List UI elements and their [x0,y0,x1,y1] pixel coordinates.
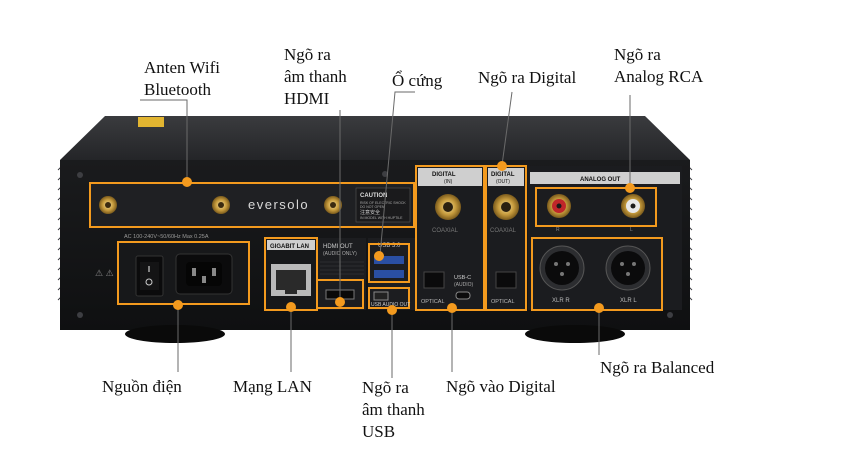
warning-symbols: ⚠ ⚠ [95,268,114,278]
usbc-port [455,291,471,300]
leader-lines [140,91,631,378]
svg-text:注意安全: 注意安全 [360,209,380,216]
svg-text:COAXIAL: COAXIAL [490,228,517,234]
label-antenna: Anten Wifi Bluetooth [144,58,220,99]
svg-text:L: L [630,227,633,233]
optical-out [495,271,517,289]
svg-text:DO NOT OPEN: DO NOT OPEN [360,205,385,209]
svg-text:ANALOG OUT: ANALOG OUT [580,177,621,183]
svg-text:(AUDIO): (AUDIO) [454,282,474,288]
label-balanced: Ngõ ra Balanced [600,358,715,377]
caution-title: CAUTION [360,193,387,199]
rca-highlight [535,187,657,227]
label-digital-in: Ngõ vào Digital [446,377,556,396]
svg-text:R: R [556,227,560,233]
label-analog-rca: Ngõ ra Analog RCA [614,45,704,86]
svg-text:HDMI OUT: HDMI OUT [323,244,353,250]
svg-text:DIGITAL: DIGITAL [491,172,515,178]
usb-audio-port [373,291,389,301]
svg-text:XLR L: XLR L [620,298,637,304]
svg-text:USB-C: USB-C [454,275,471,281]
leader-dots [173,161,635,315]
label-digital-out: Ngõ ra Digital [478,68,577,87]
usb3-highlight [368,243,410,283]
label-power: Nguồn điện [102,377,182,396]
svg-text:RISK OF ELECTRIC SHOCK: RISK OF ELECTRIC SHOCK [360,201,406,205]
usb3-port-b [374,270,404,278]
usb3-port-a [374,256,404,264]
top-label-plate [138,117,164,127]
optical-in [423,271,445,289]
svg-text:DIGITAL: DIGITAL [432,172,456,178]
svg-text:XLR R: XLR R [552,298,570,304]
svg-text:IN MODEL WITH HUPTILE: IN MODEL WITH HUPTILE [360,216,403,220]
svg-text:OPTICAL: OPTICAL [421,299,445,305]
label-drive: Ổ cứng [392,71,443,90]
brand-logo: eversolo [248,197,309,212]
svg-text:(OUT): (OUT) [496,179,510,185]
foot-right [525,325,625,343]
svg-text:GIGABIT LAN: GIGABIT LAN [270,244,309,250]
svg-text:(IN): (IN) [444,179,453,185]
chassis-top [60,116,690,160]
svg-text:COAXIAL: COAXIAL [432,228,459,234]
svg-text:OPTICAL: OPTICAL [491,299,515,305]
power-rating: AC 100-240V~50/60Hz Max 0.25A [124,234,209,240]
label-usb-out: Ngõ ra âm thanh USB [362,378,425,441]
foot-left [125,325,225,343]
label-hdmi-out: Ngõ ra âm thanh HDMI [284,45,347,108]
svg-text:USB 3.0: USB 3.0 [378,243,401,249]
antenna-connectors [99,196,342,214]
svg-text:USB AUDIO OUT: USB AUDIO OUT [371,302,410,308]
label-lan: Mạng LAN [233,377,312,396]
